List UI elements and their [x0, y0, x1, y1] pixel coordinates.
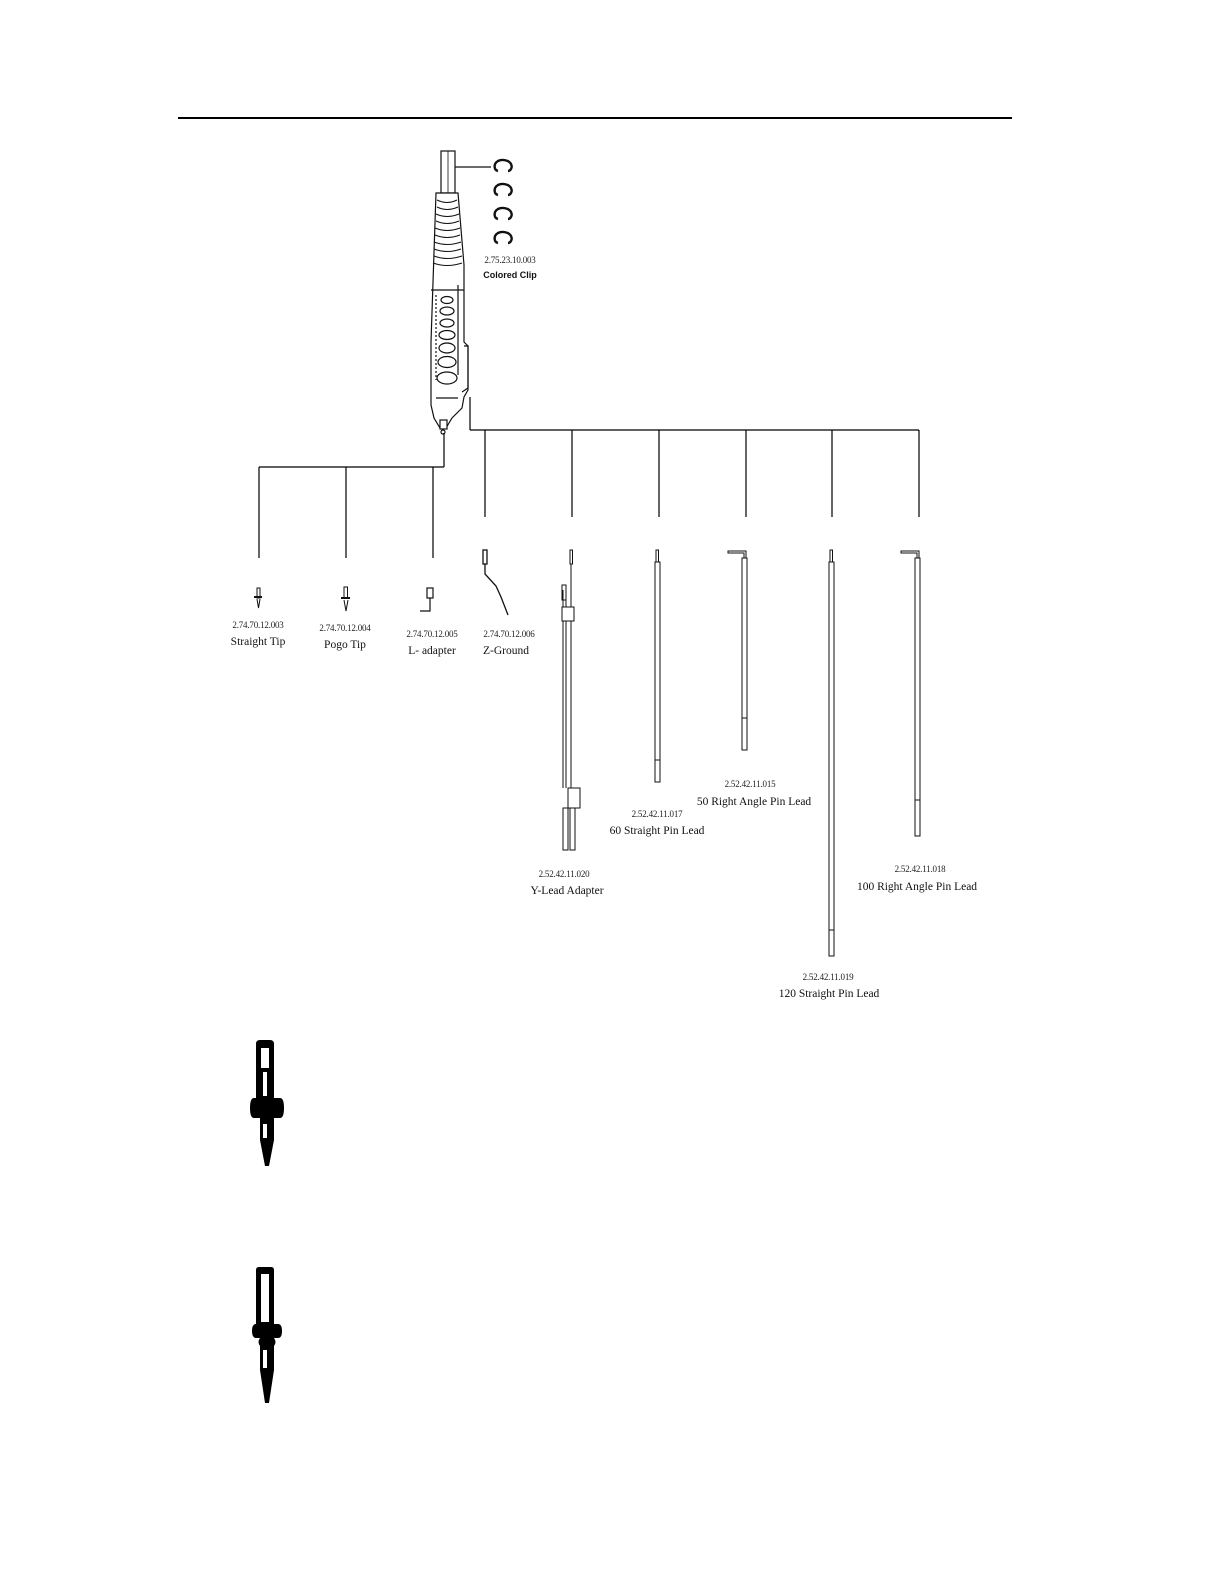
pogo-tip-name: Pogo Tip [324, 639, 366, 651]
colored-clip-icons [493, 158, 513, 245]
y-lead-adapter-part-number: 2.52.42.11.020 [538, 869, 590, 879]
pogo-tip-part-number: 2.74.70.12.004 [319, 623, 371, 633]
straight-tip-icon [254, 587, 262, 609]
straight-pin-lead-60-icon [654, 549, 661, 783]
z-ground-name: Z-Ground [483, 645, 529, 657]
straight-pin-lead-120-part-number: 2.52.42.11.019 [802, 972, 854, 982]
y-lead-adapter-name: Y-Lead Adapter [530, 885, 604, 897]
right-angle-pin-lead-100-name: 100 Right Angle Pin Lead [856, 881, 978, 893]
l-adapter-part-number: 2.74.70.12.005 [406, 629, 458, 639]
colored-clip-name: Colored Clip [483, 270, 537, 280]
z-ground-part-number: 2.74.70.12.006 [483, 629, 535, 639]
l-adapter-icon [420, 587, 434, 612]
pogo-tip-icon [341, 586, 350, 612]
pogo-tip-large-icon [252, 1267, 282, 1403]
z-ground-icon [482, 549, 509, 616]
straight-pin-lead-60-part-number: 2.52.42.11.017 [631, 809, 683, 819]
l-adapter-name: L- adapter [408, 645, 456, 657]
right-angle-pin-lead-50-icon [727, 550, 748, 751]
right-angle-pin-lead-50-part-number: 2.52.42.11.015 [724, 779, 776, 789]
y-lead-adapter-icon [561, 549, 581, 851]
straight-tip-part-number: 2.74.70.12.003 [232, 620, 284, 630]
right-angle-pin-lead-100-part-number: 2.52.42.11.018 [894, 864, 946, 874]
straight-pin-lead-120-name: 120 Straight Pin Lead [778, 988, 880, 1000]
straight-pin-lead-120-icon [828, 549, 835, 957]
colored-clip-part-number: 2.75.23.10.003 [484, 255, 536, 265]
straight-tip-large-icon [250, 1040, 284, 1166]
lead-connector-lines [469, 397, 920, 517]
probe-illustration [430, 150, 491, 435]
straight-pin-lead-60-name: 60 Straight Pin Lead [609, 825, 705, 837]
tip-connector-lines [258, 433, 445, 558]
straight-tip-name: Straight Tip [230, 636, 286, 648]
right-angle-pin-lead-100-icon [900, 550, 921, 837]
right-angle-pin-lead-50-name: 50 Right Angle Pin Lead [696, 796, 812, 808]
